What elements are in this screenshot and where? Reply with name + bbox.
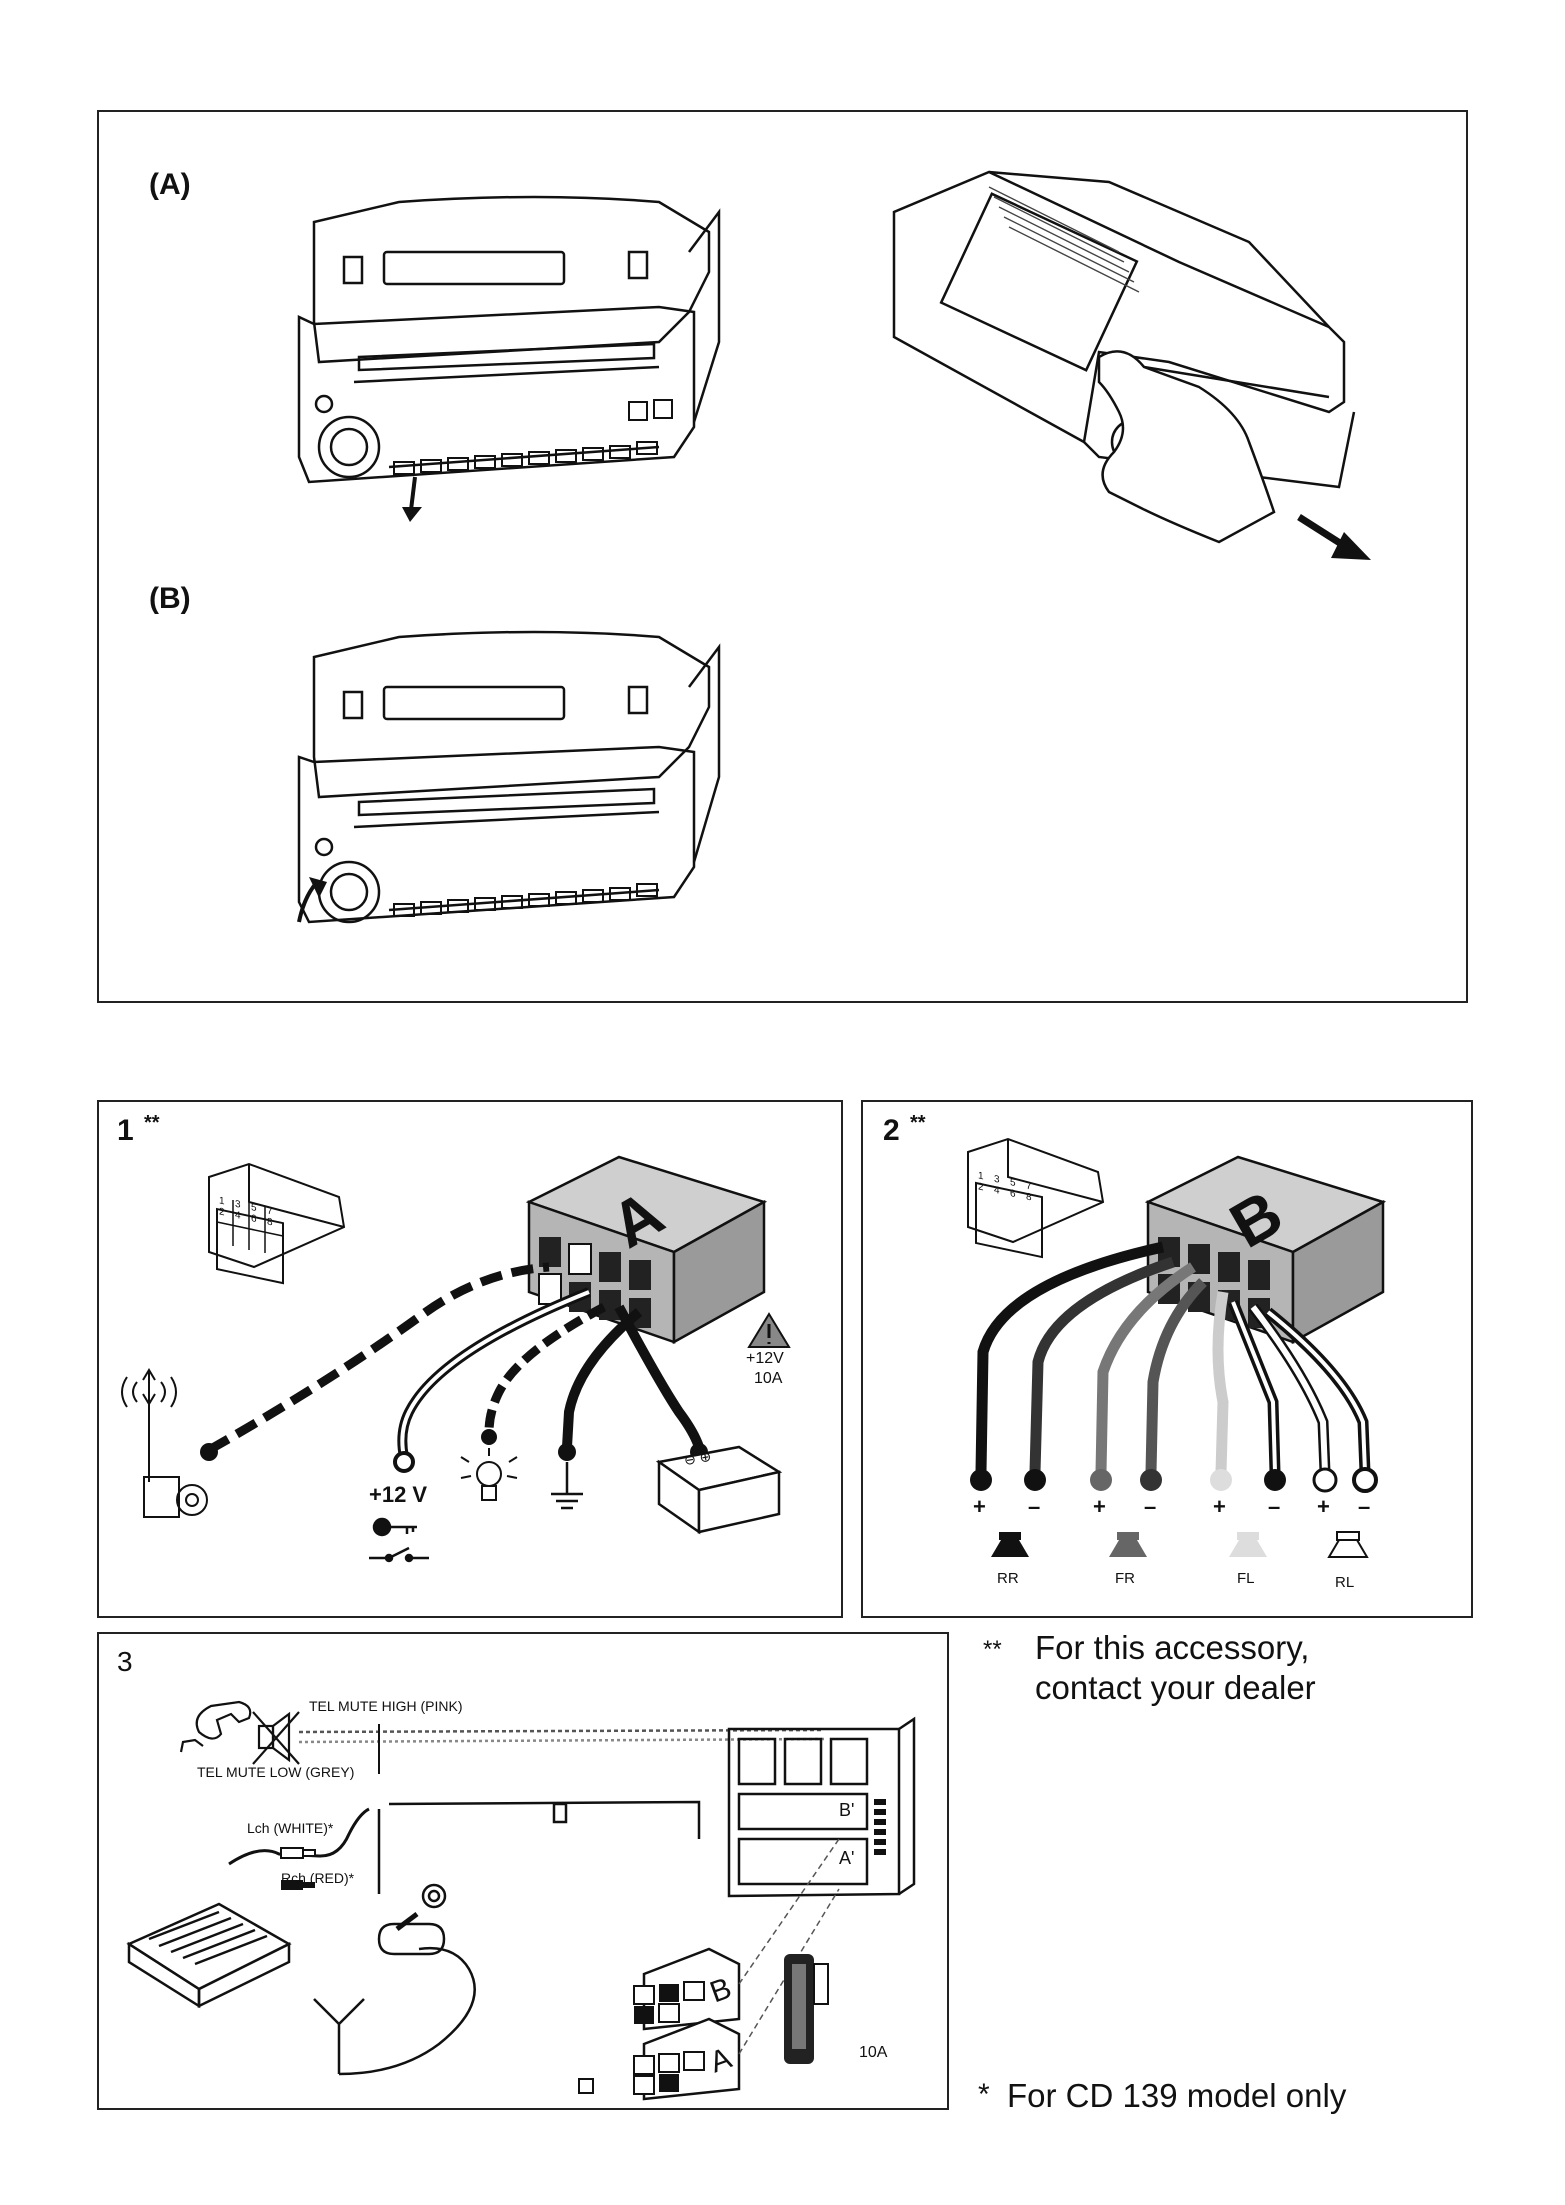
polarity-label: – [1268,1494,1280,1520]
accessory-note: For this accessory, contact your dealer [1035,1628,1316,1708]
fr-minus-terminal [1140,1469,1162,1491]
antenna-terminal [200,1443,218,1461]
power-connector-drawing [99,1102,845,1620]
fr-plus-terminal [1090,1469,1112,1491]
hand-outline [1099,351,1274,542]
ground-terminal [558,1443,576,1461]
slot-contacts [874,1799,886,1855]
tel-mute-high-label: TEL MUTE HIGH (PINK) [309,1698,463,1714]
light-terminal [481,1429,497,1445]
speaker-rr-icon [991,1532,1029,1557]
speaker-label-fr: FR [1115,1570,1135,1587]
fl-plus-wire [1218,1292,1223,1472]
battery-icon [659,1447,779,1532]
battery-fuse-label: 10A [754,1370,782,1388]
mute-speaker-icon [253,1712,299,1764]
removal-illustration-panel: (A) (B) [97,110,1468,1003]
radio-unit-b [299,632,719,922]
fl-minus-terminal [1264,1469,1286,1491]
fuse-label: 10A [859,2044,887,2062]
ground-icon [551,1462,583,1508]
wiring-panel-3: 3 [97,1632,949,2110]
polarity-label: + [973,1494,986,1520]
tel-mute-low-label: TEL MUTE LOW (GREY) [197,1764,354,1780]
fuse-holder-icon [784,1954,828,2064]
accessory-note-marker: ** [983,1636,1002,1664]
tilt-down-arrow [411,477,415,510]
ignition-wire-core [402,1292,589,1457]
speaker-fl-icon [1229,1532,1267,1557]
speaker-fr-icon [1109,1532,1147,1557]
speaker-connector-drawing [863,1102,1475,1620]
phone-icon [181,1702,250,1752]
bulb-icon [461,1448,517,1500]
slot-b-label: B' [839,1800,854,1821]
installation-wiring-drawing [99,1634,951,2112]
polarity-label: + [1213,1494,1226,1520]
battery-voltage-label: +12V [746,1350,784,1368]
polarity-label: + [1317,1494,1330,1520]
wiring-panel-2: 2 ** [861,1100,1473,1618]
polarity-label: – [1144,1494,1156,1520]
speaker-label-rl: RL [1335,1574,1354,1591]
accessory-note-line-2: contact your dealer [1035,1668,1316,1708]
tilt-down-arrowhead [402,507,422,522]
wiring-panel-1: 1 ** [97,1100,843,1618]
polarity-label: – [1028,1494,1040,1520]
ignition-label: +12 V [369,1482,427,1508]
dashboard-slot [729,1719,914,1896]
antenna-cable [339,1948,475,2074]
slot-a-label: A' [839,1848,854,1869]
antenna-icon [314,1999,364,2074]
polarity-label: + [1093,1494,1106,1520]
speaker-label-fl: FL [1237,1570,1255,1587]
pull-out-arrowhead [1331,532,1371,560]
lch-label: Lch (WHITE)* [247,1820,333,1836]
warning-icon [749,1314,789,1347]
connector-latch [579,2079,593,2093]
ignition-switch-icon [369,1519,429,1561]
radio-removal-drawings [99,112,1470,1005]
radio-chassis [379,1802,699,1894]
antenna-insert-arrow [397,1914,417,1929]
speaker-rl-icon [1329,1532,1367,1557]
fl-plus-terminal [1210,1469,1232,1491]
ignition-wire [402,1292,589,1457]
antenna-icon [122,1370,207,1517]
rr-minus-terminal [1024,1469,1046,1491]
antenna-wire [209,1267,549,1450]
model-note-marker: * [978,2078,990,2112]
rr-plus-terminal [970,1469,992,1491]
rca-plug-white [281,1848,315,1858]
radio-unit-a [299,197,719,482]
polarity-label: – [1358,1494,1370,1520]
tel-mute-high-wire [299,1730,824,1732]
model-note: For CD 139 model only [1007,2076,1346,2116]
rch-label: Rch (RED)* [281,1870,354,1886]
accessory-note-line-1: For this accessory, [1035,1628,1316,1668]
amplifier-icon [129,1904,289,2006]
ignition-terminal [395,1453,413,1471]
speaker-label-rr: RR [997,1570,1019,1587]
rl-minus-terminal [1354,1469,1376,1491]
rl-plus-terminal [1314,1469,1336,1491]
